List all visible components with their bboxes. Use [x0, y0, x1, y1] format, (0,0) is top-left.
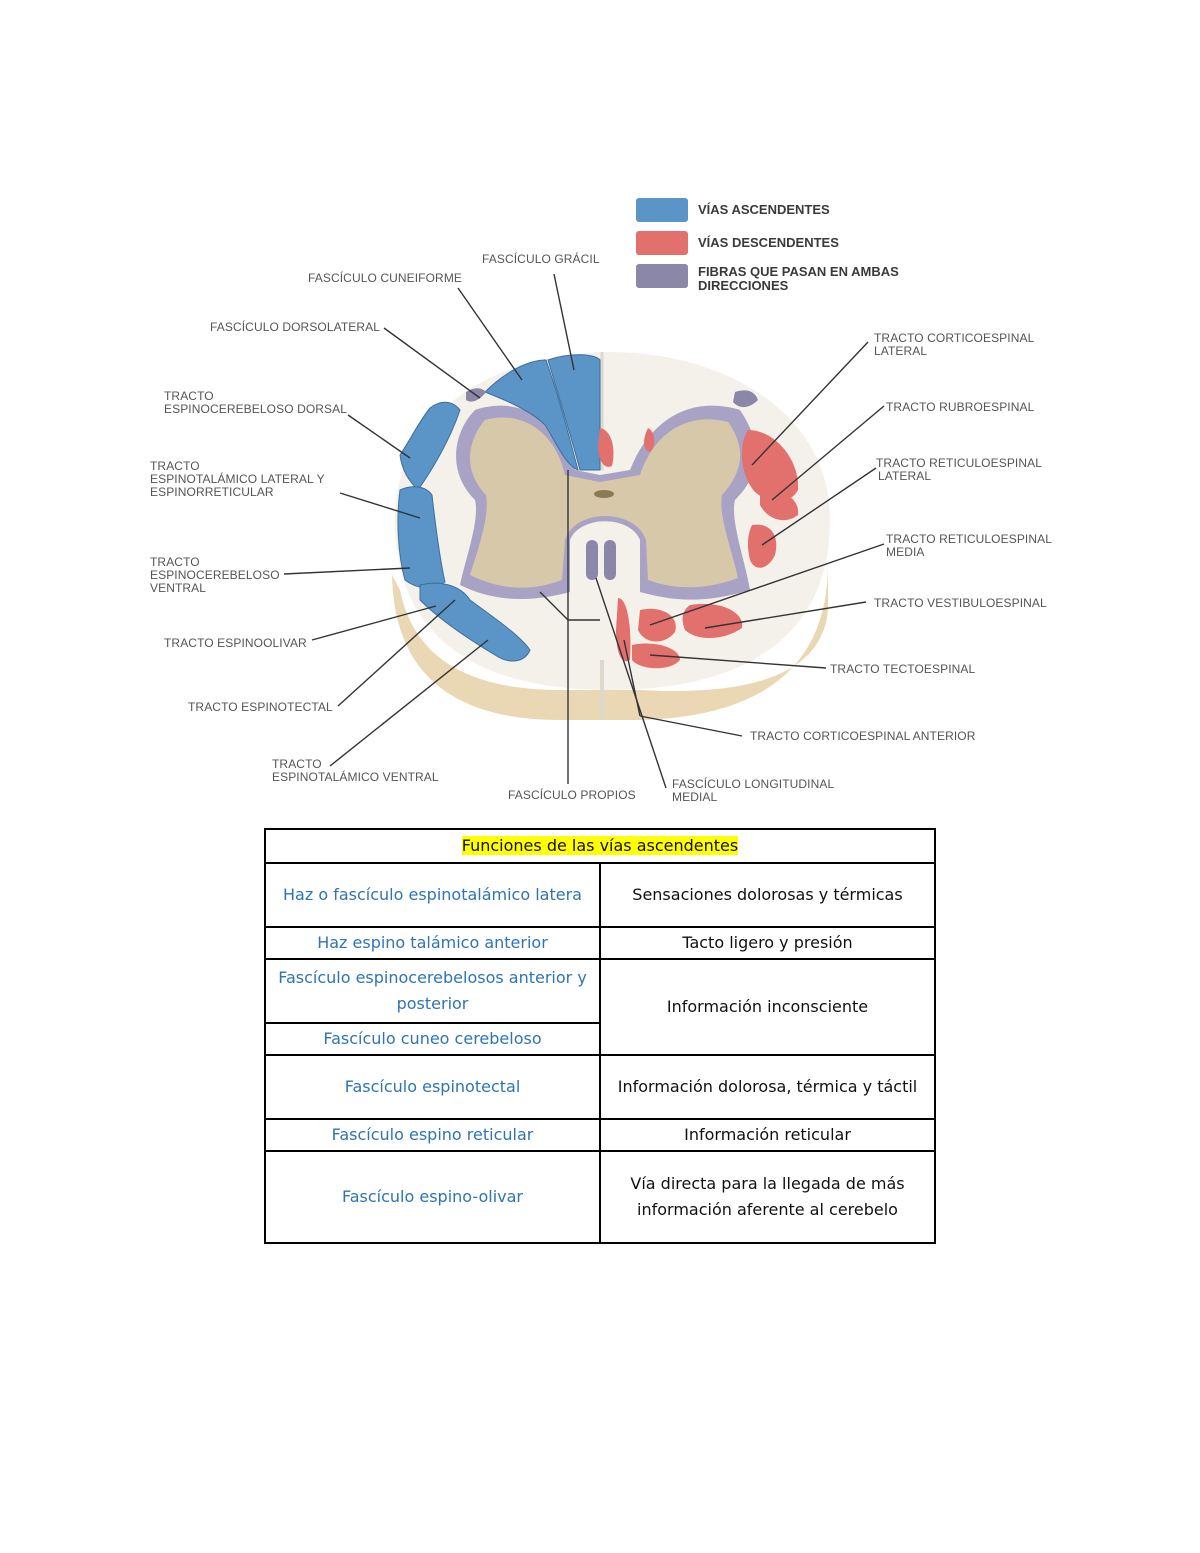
label-corticoespinal-lateral-2: LATERAL — [874, 344, 927, 358]
label-espinotalamico-lateral-3: ESPINORRETICULAR — [150, 485, 274, 499]
label-longitudinal-medial-1: FASCÍCULO LONGITUDINAL — [672, 776, 834, 791]
reticuloespinal-lateral-tract — [747, 524, 777, 568]
vestibuloespinal-tract — [682, 603, 743, 639]
table-cell-tract: Haz espino talámico anterior — [264, 926, 601, 960]
table-row: Fascículo espinotectal Información dolor… — [264, 1054, 936, 1120]
table-row: Haz espino talámico anterior Tacto liger… — [264, 926, 936, 960]
table-header: Funciones de las vías ascendentes — [461, 836, 739, 855]
legend-label-both-2: DIRECCIONES — [698, 278, 789, 293]
label-fasciculo-dorsolateral: FASCÍCULO DORSOLATERAL — [210, 319, 380, 334]
table-row: Fascículo espinocerebelosos anterior y p… — [264, 958, 936, 1056]
espinocerebeloso-ventral-tract — [419, 582, 531, 662]
dorsolateral-fasciculus-right — [733, 390, 758, 408]
label-fasciculo-cuneiforme: FASCÍCULO CUNEIFORME — [308, 270, 462, 285]
label-espinocerebeloso-ventral-2: ESPINOCEREBELOSO — [150, 568, 280, 582]
cord-cross-section — [392, 352, 830, 720]
legend-label-descending: VÍAS DESCENDENTES — [698, 235, 839, 250]
table-header-cell: Funciones de las vías ascendentes — [264, 828, 936, 864]
table-cell-function: Información inconsciente — [599, 958, 936, 1056]
label-espinocerebeloso-ventral-3: VENTRAL — [150, 581, 206, 595]
legend-label-both-1: FIBRAS QUE PASAN EN AMBAS — [698, 264, 899, 279]
table-row: Fascículo espino reticular Información r… — [264, 1118, 936, 1152]
labels: FASCÍCULO GRÁCIL FASCÍCULO CUNEIFORME FA… — [150, 251, 1052, 804]
label-reticuloespinal-lateral-2: LATERAL — [878, 469, 931, 483]
rubroespinal-tract — [760, 489, 799, 521]
label-espinotectal: TRACTO ESPINOTECTAL — [188, 700, 333, 714]
cuneate-descending-spot — [644, 428, 655, 452]
leader-lines — [283, 273, 885, 789]
longitudinal-medial-column-left — [586, 540, 598, 580]
central-canal — [594, 490, 614, 498]
label-espinoolivar: TRACTO ESPINOOLIVAR — [164, 636, 307, 650]
label-fasciculo-propios: FASCÍCULO PROPIOS — [508, 787, 636, 802]
label-corticoespinal-lateral-1: TRACTO CORTICOESPINAL — [874, 331, 1035, 345]
corticoespinal-lateral-tract — [741, 430, 799, 502]
espinotalamico-lateral-tract — [397, 486, 446, 589]
functions-table: Funciones de las vías ascendentes Haz o … — [264, 828, 936, 1244]
label-espinocerebeloso-dorsal-1: TRACTO — [164, 389, 214, 403]
table-cell-function: Tacto ligero y presión — [599, 926, 936, 960]
reticuloespinal-media-tract — [638, 608, 676, 642]
longitudinal-medial-column-right — [604, 540, 616, 580]
label-rubroespinal: TRACTO RUBROESPINAL — [886, 400, 1035, 414]
table-cell-tract: Fascículo cuneo cerebeloso — [264, 1022, 601, 1056]
gracil-descending-spot — [598, 428, 614, 467]
table-header-row: Funciones de las vías ascendentes — [264, 828, 936, 864]
label-tectoespinal: TRACTO TECTOESPINAL — [830, 662, 975, 676]
table-cell-tract: Haz o fascículo espinotalámico latera — [264, 862, 601, 928]
fasciculo-gracil-tract — [547, 354, 601, 471]
table-cell-function: Información reticular — [599, 1118, 936, 1152]
label-espinocerebeloso-ventral-1: TRACTO — [150, 555, 200, 569]
table-cell-function: Sensaciones dolorosas y térmicas — [599, 862, 936, 928]
label-fasciculo-gracil: FASCÍCULO GRÁCIL — [482, 251, 600, 266]
label-espinocerebeloso-dorsal-2: ESPINOCEREBELOSO DORSAL — [164, 402, 347, 416]
table-cell-function: Vía directa para la llegada de más infor… — [599, 1150, 936, 1244]
legend-swatch-descending — [636, 231, 688, 255]
table-row: Haz o fascículo espinotalámico latera Se… — [264, 862, 936, 928]
table-cell-function: Información dolorosa, térmica y táctil — [599, 1054, 936, 1120]
legend-swatch-both — [636, 264, 688, 288]
label-reticuloespinal-media-2: MEDIA — [886, 545, 925, 559]
label-espinotalamico-ventral-1: TRACTO — [272, 757, 322, 771]
table-row: Fascículo cuneo cerebeloso — [264, 1022, 935, 1056]
label-longitudinal-medial-2: MEDIAL — [672, 790, 718, 804]
corticoespinal-anterior-tract — [616, 598, 631, 662]
table-cell-tract: Fascículo espino-olivar — [264, 1150, 601, 1244]
legend: VÍAS ASCENDENTES VÍAS DESCENDENTES FIBRA… — [636, 198, 899, 293]
label-reticuloespinal-lateral-1: TRACTO RETICULOESPINAL — [876, 456, 1042, 470]
label-espinotalamico-ventral-2: ESPINOTALÁMICO VENTRAL — [272, 769, 439, 784]
legend-label-ascending: VÍAS ASCENDENTES — [698, 202, 830, 217]
table-cell-tract: Fascículo espinotectal — [264, 1054, 601, 1120]
label-vestibuloespinal: TRACTO VESTIBULOESPINAL — [874, 596, 1047, 610]
spinal-cord-diagram: VÍAS ASCENDENTES VÍAS DESCENDENTES FIBRA… — [150, 198, 1052, 804]
label-espinotalamico-lateral-2: ESPINOTALÁMICO LATERAL Y — [150, 471, 325, 486]
fasciculo-cuneiforme-tract — [484, 359, 579, 471]
table-cell-tract: Fascículo espino reticular — [264, 1118, 601, 1152]
label-espinotalamico-lateral-1: TRACTO — [150, 459, 200, 473]
label-corticoespinal-anterior: TRACTO CORTICOESPINAL ANTERIOR — [750, 729, 976, 743]
label-reticuloespinal-media-1: TRACTO RETICULOESPINAL — [886, 532, 1052, 546]
table-cell-tract: Fascículo espinocerebelosos anterior y p… — [264, 958, 601, 1024]
table-row: Fascículo espino-olivar Vía directa para… — [264, 1150, 936, 1244]
functions-table-wrap: Funciones de las vías ascendentes Haz o … — [264, 828, 936, 1244]
legend-swatch-ascending — [636, 198, 688, 222]
grey-matter — [470, 417, 741, 588]
